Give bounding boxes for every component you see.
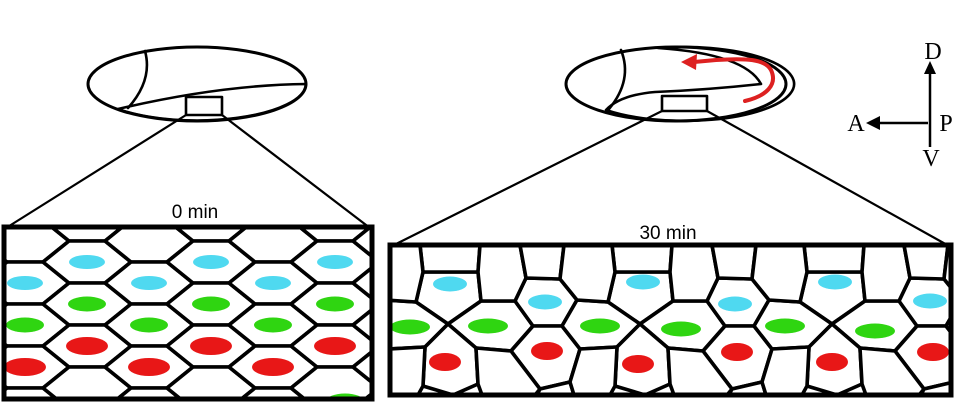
cell-empty — [802, 245, 866, 274]
zoom-region-rect-left — [184, 95, 224, 117]
panel-30min: 30 min — [387, 223, 960, 398]
nucleus-green — [855, 323, 895, 339]
panel-0min-cells — [4, 227, 372, 399]
nucleus-cyan — [528, 294, 562, 310]
nucleus-green — [390, 319, 430, 335]
cell-hexagon — [289, 365, 372, 399]
nucleus-red — [4, 358, 46, 376]
nucleus-red — [190, 337, 232, 355]
cell-empty — [668, 245, 720, 303]
embryo-left — [4, 45, 372, 230]
nucleus-red — [721, 343, 753, 361]
nucleus-red — [314, 337, 356, 355]
cell-hexagon — [4, 386, 60, 399]
cell-empty — [568, 345, 619, 395]
nucleus-red — [531, 342, 563, 360]
cell-empty — [418, 245, 482, 274]
cell-empty — [474, 346, 542, 395]
cell-empty — [558, 245, 617, 304]
nucleus-green — [661, 321, 701, 337]
panel-0min-border — [1, 224, 375, 402]
cell-empty — [860, 245, 912, 303]
panel-30min-cells — [390, 245, 960, 395]
nucleus-green — [254, 317, 292, 333]
nucleus-cyan — [193, 255, 229, 269]
panel-30min-label: 30 min — [639, 223, 696, 244]
compass-label-posterior: P — [939, 111, 952, 137]
nucleus-red — [128, 358, 170, 376]
nucleus-cyan — [255, 276, 291, 290]
left-arrowhead-icon — [866, 116, 880, 130]
zoom-region-rect-right — [660, 94, 709, 113]
zoom-callout-line — [390, 109, 664, 248]
nucleus-cyan — [913, 293, 947, 309]
cell-empty — [518, 245, 566, 281]
nucleus-green — [130, 317, 168, 333]
cell-empty — [390, 345, 427, 395]
compass-label-dorsal: D — [924, 39, 941, 65]
cell-empty — [610, 245, 674, 274]
panel-30min-border — [387, 242, 954, 398]
compass-label-anterior: A — [847, 111, 865, 137]
cell-hexagon — [351, 307, 372, 343]
up-arrowhead-icon — [924, 61, 936, 74]
nucleus-red — [429, 353, 461, 371]
embryo-left-outline — [86, 45, 308, 123]
cell-hexagon — [351, 265, 372, 301]
cell-empty — [750, 245, 809, 304]
nucleus-cyan — [433, 276, 467, 292]
cephalic-furrow-left — [126, 49, 149, 110]
cell-empty — [760, 345, 811, 395]
axis-compass: D A P V — [847, 39, 952, 172]
nucleus-red — [66, 337, 108, 355]
cell-empty — [902, 245, 950, 281]
nucleus-green — [316, 296, 354, 312]
nucleus-green — [68, 296, 106, 312]
panel-0min: 0 min — [1, 202, 375, 402]
cell-empty — [954, 347, 960, 395]
cell-hexagon — [351, 349, 372, 385]
nucleus-green — [765, 318, 805, 334]
embryo-right-outline — [564, 45, 788, 123]
nucleus-cyan — [718, 296, 752, 312]
cephalic-furrow-right — [607, 48, 627, 111]
nucleus-green — [468, 318, 508, 334]
embryo-right — [390, 45, 951, 248]
nucleus-cyan — [626, 274, 660, 290]
nucleus-green — [6, 317, 44, 333]
zoom-callout-line — [220, 113, 372, 230]
nucleus-cyan — [7, 276, 43, 290]
cell-empty — [710, 245, 758, 281]
zoom-callout-line — [705, 109, 951, 248]
germband-extension-arrowhead — [681, 54, 697, 70]
cell-empty — [666, 346, 734, 395]
nucleus-cyan — [317, 255, 353, 269]
germband-extension-arrow — [692, 57, 775, 103]
nucleus-cyan — [131, 276, 167, 290]
nucleus-red — [622, 355, 654, 373]
nucleus-cyan — [69, 255, 105, 269]
cell-empty — [858, 346, 926, 395]
panel-0min-label: 0 min — [172, 202, 218, 223]
nucleus-red — [252, 358, 294, 376]
nucleus-red — [917, 343, 949, 361]
nucleus-green — [192, 296, 230, 312]
nucleus-red — [816, 353, 848, 371]
cell-empty — [476, 245, 528, 303]
compass-label-ventral: V — [922, 146, 940, 172]
cell-hexagon — [114, 386, 184, 399]
cell-hexagon — [351, 227, 372, 259]
cell-empty — [390, 245, 425, 304]
cell-hexagon — [238, 386, 308, 399]
zoom-callout-line — [4, 113, 188, 230]
nucleus-green — [580, 318, 620, 334]
nucleus-cyan — [818, 274, 852, 290]
